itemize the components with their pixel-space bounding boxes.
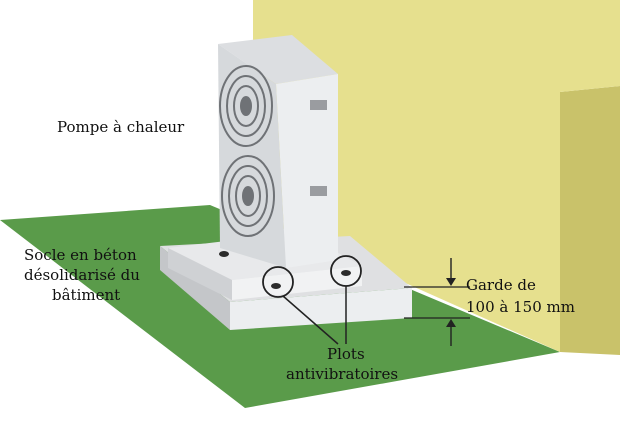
dimension-upper-arrow: [446, 278, 456, 286]
pads-label-line2: antivibratoires: [286, 365, 399, 383]
heat-pump-label: Pompe à chaleur: [57, 118, 185, 136]
anti-vibration-pad-left: [219, 251, 229, 257]
service-panel-lower: [310, 186, 327, 196]
clearance-label-line2: 100 à 150 mm: [466, 298, 575, 316]
building-wall: [253, 0, 620, 352]
clearance-label-line1: Garde de: [466, 276, 536, 294]
concrete-base-label-line3: bâtiment: [52, 286, 121, 304]
upper-fan-grille: [219, 65, 273, 147]
concrete-base-label-line1: Socle en béton: [24, 246, 137, 264]
lower-fan-grille: [221, 155, 275, 237]
pads-label-line1: Plots: [327, 345, 365, 363]
pad-highlight-circle-left: [262, 266, 294, 298]
dimension-lower-arrow: [446, 319, 456, 327]
heat-pump-top: [218, 35, 338, 84]
service-panel-upper: [310, 100, 327, 110]
anti-vibration-pad-mid: [271, 283, 281, 289]
building-wall-side: [560, 86, 620, 355]
concrete-base-upper-front: [232, 266, 362, 300]
concrete-base-lower-front: [230, 288, 412, 330]
heat-pump-side: [276, 74, 338, 268]
pads-leader-left: [282, 295, 339, 345]
concrete-base-label-line2: désolidarisé du: [24, 266, 140, 284]
anti-vibration-pad-right: [341, 270, 351, 276]
concrete-base-upper-left: [168, 248, 232, 300]
